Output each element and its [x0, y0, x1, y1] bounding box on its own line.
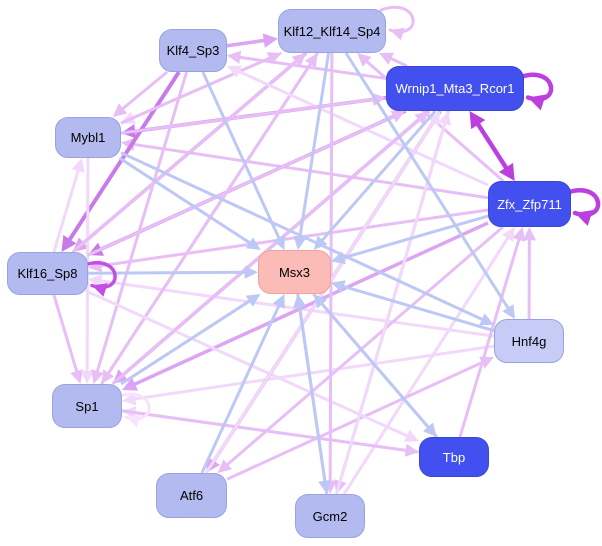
node-label: Hnf4g — [511, 333, 547, 349]
node-label: Klf16_Sp8 — [17, 266, 78, 281]
edge-wrnip1-selfloop — [516, 72, 554, 111]
edge-klf4-to-sp1 — [91, 71, 189, 384]
edge-klf16-to-wrnip1 — [87, 110, 406, 257]
edge-klf12-to-hnf4g — [344, 52, 515, 319]
edge-atf6-to-hnf4g — [226, 356, 494, 481]
node-Klf16_Sp8[interactable]: Klf16_Sp8 — [7, 252, 88, 295]
edge-gcm2-to-zfx — [342, 227, 515, 495]
node-label: Mybl1 — [70, 130, 106, 145]
edge-mybl1-to-hnf4g — [120, 151, 494, 326]
node-Wrnip1_Mta3_Rcor1[interactable]: Wrnip1_Mta3_Rcor1 — [386, 66, 524, 111]
node-Zfx_Zfp711[interactable]: Zfx_Zfp711 — [488, 181, 571, 227]
edge-klf4-to-mybl1 — [112, 70, 169, 117]
node-label: Tbp — [442, 449, 466, 465]
node-Atf6[interactable]: Atf6 — [156, 473, 227, 518]
edge-hnf4g-to-msx3 — [331, 280, 495, 333]
edge-wrnip1-to-msx3 — [313, 110, 437, 250]
edge-mybl1-to-wrnip1 — [120, 92, 386, 135]
edge-hnf4g-to-zfx — [522, 227, 536, 320]
node-label: Msx3 — [278, 264, 311, 280]
node-label: Gcm2 — [312, 508, 348, 524]
node-Klf12_Klf14_Sp4[interactable]: Klf12_Klf14_Sp4 — [278, 9, 386, 53]
edge-tbp-to-zfx — [458, 227, 526, 438]
edge-sp1-to-tbp — [121, 409, 419, 457]
edge-wrnip1-to-zfx — [469, 111, 515, 181]
edge-zfx-to-atf6 — [217, 225, 504, 473]
edge-klf4-to-klf12 — [226, 33, 278, 48]
edge-mybl1-to-msx3 — [118, 156, 261, 250]
edge-sp1-to-msx3 — [120, 294, 261, 386]
edge-zfx-to-sp1 — [122, 221, 489, 391]
node-Klf4_Sp3[interactable]: Klf4_Sp3 — [159, 29, 227, 72]
edge-wrnip1-to-klf12 — [379, 52, 408, 68]
node-Mybl1[interactable]: Mybl1 — [55, 117, 121, 158]
edge-msx3-to-tbp — [312, 293, 437, 437]
edge-klf12-to-msx3 — [293, 52, 331, 250]
node-label: Wrnip1_Mta3_Rcor1 — [395, 81, 515, 96]
node-Hnf4g[interactable]: Hnf4g — [494, 319, 564, 363]
edge-zfx-to-klf4 — [227, 65, 489, 187]
edge-klf16-selfloop — [81, 261, 117, 297]
edge-zfx-selfloop — [563, 188, 601, 226]
edge-klf16-to-mybl1 — [52, 158, 85, 253]
node-Tbp[interactable]: Tbp — [419, 437, 489, 477]
edge-klf16-to-tbp — [87, 290, 419, 442]
edge-klf16-to-klf12 — [71, 53, 307, 254]
node-Sp1[interactable]: Sp1 — [52, 384, 122, 428]
edge-mybl1-to-klf12 — [120, 52, 282, 125]
node-label: Zfx_Zfp711 — [497, 196, 562, 212]
edge-sp1-to-klf12 — [100, 53, 318, 385]
node-Gcm2[interactable]: Gcm2 — [295, 494, 365, 538]
edge-klf4-to-msx3 — [201, 71, 285, 250]
edge-atf6-to-wrnip1 — [204, 111, 441, 474]
node-Msx3[interactable]: Msx3 — [258, 250, 331, 294]
edge-klf12-selfloop — [379, 5, 415, 41]
node-label: Klf4_Sp3 — [166, 43, 220, 58]
edge-msx3-to-gcm2 — [296, 293, 332, 494]
edge-sp1-selfloop — [115, 392, 151, 428]
edge-atf6-to-msx3 — [200, 294, 285, 474]
edge-klf16-to-sp1 — [52, 294, 83, 384]
node-label: Klf12_Klf14_Sp4 — [283, 23, 381, 39]
node-label: Atf6 — [179, 488, 204, 503]
node-label: Sp1 — [75, 398, 99, 414]
